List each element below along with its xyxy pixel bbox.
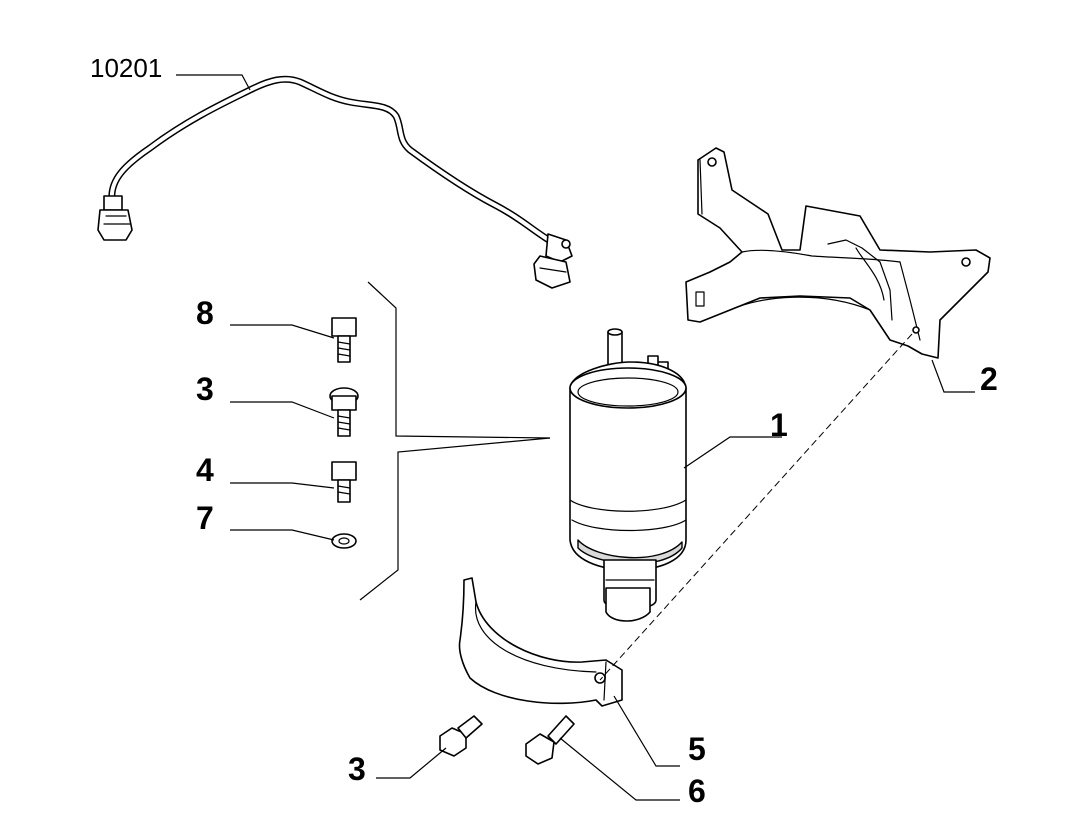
leader-10201 bbox=[176, 74, 251, 91]
fuel-pipe bbox=[97, 75, 573, 289]
leader-7 bbox=[230, 529, 335, 541]
leader-1 bbox=[683, 436, 782, 469]
bolt-3-bottom bbox=[439, 715, 483, 757]
bolt-4 bbox=[331, 461, 357, 503]
fuel-filter bbox=[569, 328, 687, 622]
bolt-3-top bbox=[329, 387, 359, 437]
screw-8 bbox=[331, 317, 357, 363]
leader-3-bottom bbox=[376, 747, 447, 779]
leader-6 bbox=[559, 737, 680, 801]
callout-2: 2 bbox=[980, 361, 998, 397]
leader-2 bbox=[931, 359, 975, 393]
leader-5 bbox=[613, 695, 680, 767]
callout-1: 1 bbox=[770, 407, 788, 443]
callout-4: 4 bbox=[196, 452, 214, 488]
leader-3-top bbox=[230, 401, 335, 419]
washer-7 bbox=[331, 533, 357, 549]
assembly-axis-line bbox=[599, 333, 913, 681]
callout-10201: 10201 bbox=[90, 53, 162, 83]
callout-7: 7 bbox=[196, 500, 214, 536]
clamp bbox=[458, 577, 623, 707]
callout-3-bottom: 3 bbox=[348, 751, 366, 787]
callout-6: 6 bbox=[688, 773, 706, 809]
leader-4 bbox=[230, 482, 335, 489]
callout-3-top: 3 bbox=[196, 371, 214, 407]
group-brace-bottom bbox=[359, 437, 551, 601]
callout-5: 5 bbox=[688, 731, 706, 767]
group-brace-top bbox=[367, 281, 551, 439]
callout-8: 8 bbox=[196, 295, 214, 331]
leader-8 bbox=[230, 324, 335, 339]
screw-6 bbox=[525, 715, 575, 765]
mounting-bracket bbox=[685, 147, 991, 359]
